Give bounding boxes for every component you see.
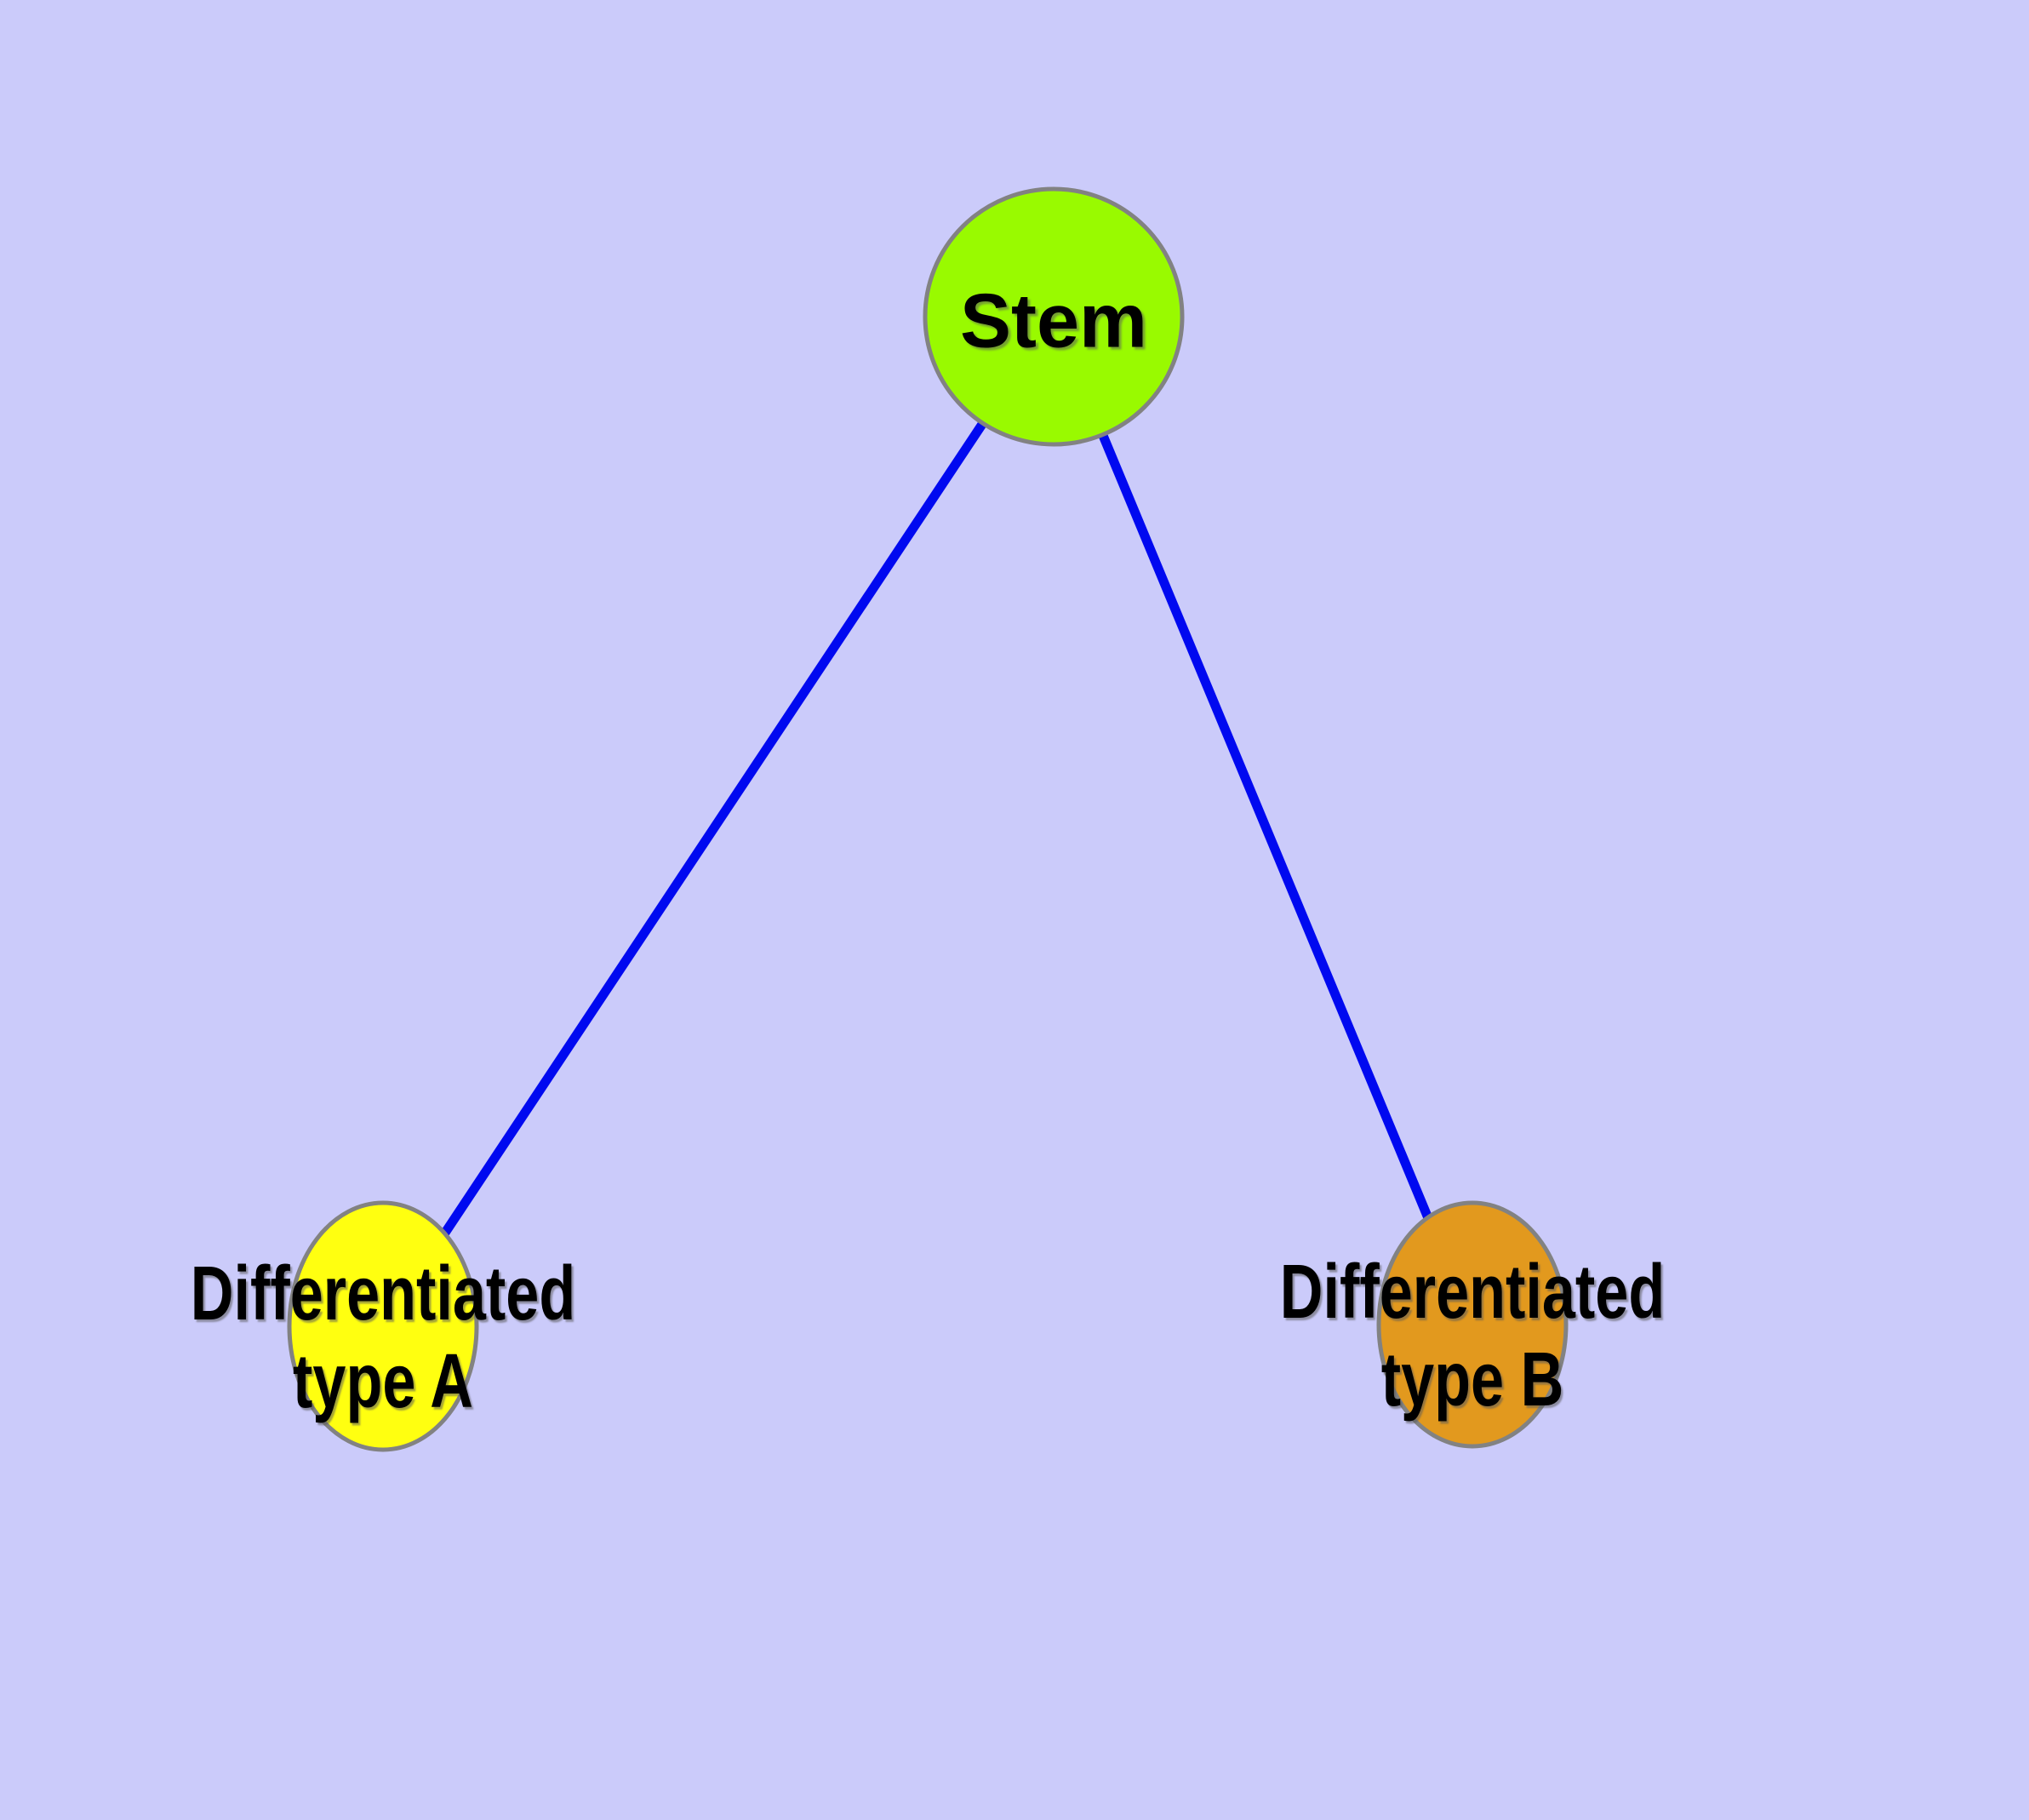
edge-stem-to-type-b <box>1049 314 1477 1327</box>
node-label-line: Stem <box>959 278 1148 364</box>
node-label-line: Differentiated <box>1279 1250 1666 1335</box>
node-label-line: Differentiated <box>190 1251 576 1336</box>
node-label-line: type B <box>1380 1337 1564 1422</box>
node-label-line: type A <box>293 1339 473 1424</box>
edge-stem-to-type-a <box>379 313 1058 1330</box>
node-label-stem: Stem <box>960 278 1147 366</box>
node-differentiated-type-a <box>287 1200 479 1452</box>
node-stem <box>923 186 1185 447</box>
node-label-differentiated-type-a: Differentiated type A <box>191 1251 575 1426</box>
node-label-differentiated-type-b: Differentiated type B <box>1280 1249 1665 1424</box>
node-differentiated-type-b <box>1376 1200 1569 1449</box>
